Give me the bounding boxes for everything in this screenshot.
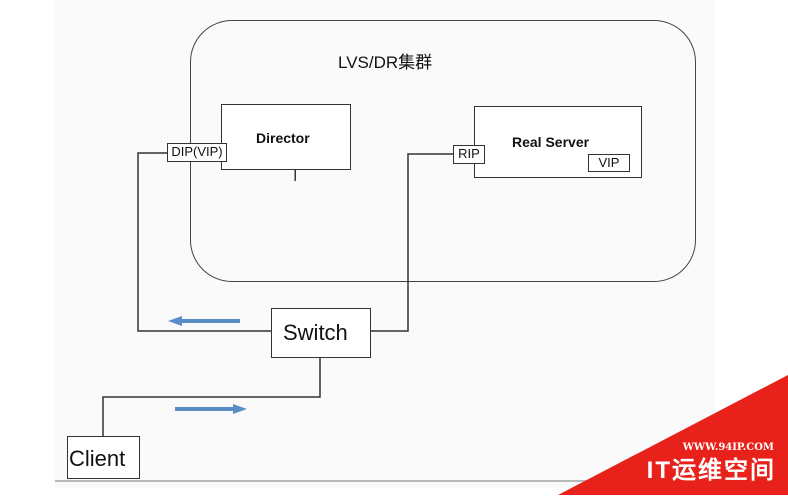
vip-tag: VIP — [588, 154, 630, 172]
arrow-left-icon — [168, 316, 240, 326]
real-server-label: Real Server — [512, 134, 590, 150]
dip-vip-tag: DIP(VIP) — [167, 143, 227, 162]
cluster-title: LVS/DR集群 — [338, 53, 433, 72]
director-label: Director — [256, 130, 310, 146]
switch-to-real-server-line — [371, 153, 453, 332]
watermark-triangle — [558, 375, 788, 495]
switch-box — [271, 308, 371, 358]
watermark-url: WWW.94IP.COM — [682, 442, 774, 453]
text-cursor-icon: I — [293, 168, 298, 185]
frame-bottom-border — [55, 480, 715, 482]
client-to-switch-line — [102, 358, 321, 436]
watermark-name: IT运维空间 — [646, 457, 776, 484]
diagram-frame — [55, 0, 715, 488]
director-box — [221, 104, 351, 170]
watermark: WWW.94IP.COM IT运维空间 — [558, 375, 788, 495]
director-to-switch-line — [137, 152, 271, 332]
client-label: Client — [69, 446, 126, 471]
rip-tag: RIP — [453, 145, 485, 164]
switch-label: Switch — [283, 320, 348, 345]
arrow-right-icon — [175, 404, 247, 414]
client-box — [67, 436, 140, 479]
